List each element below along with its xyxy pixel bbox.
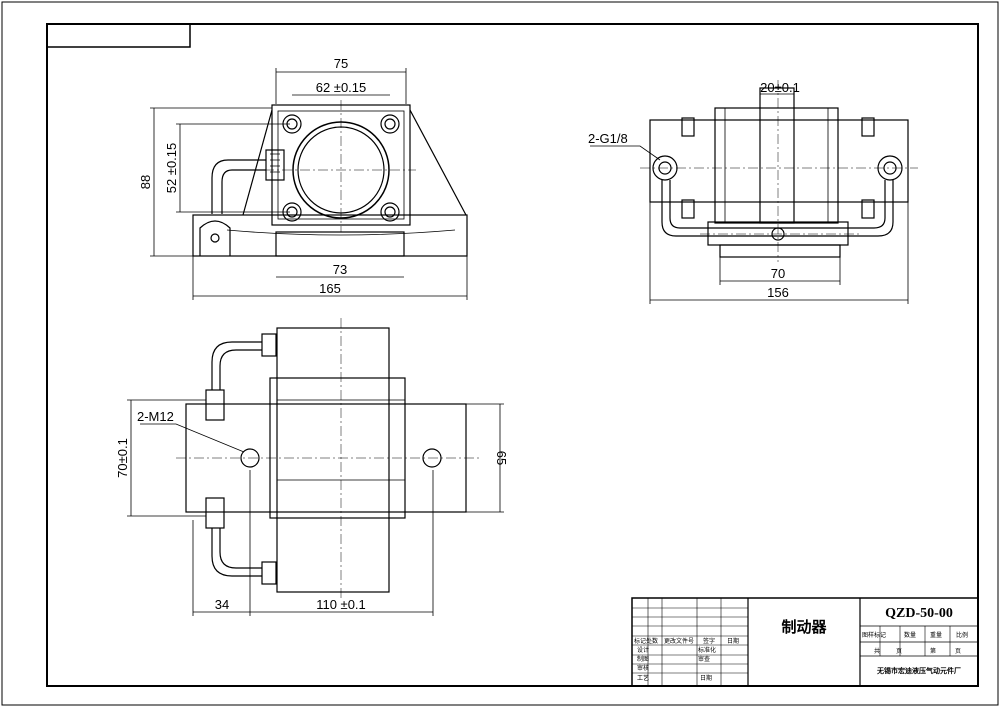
tb-sheet-label-3: 页 xyxy=(955,648,961,655)
tb-left-label-2: 审核 xyxy=(637,664,649,672)
front-view xyxy=(150,68,468,300)
tb-company: 无锡市宏迪液压气动元件厂 xyxy=(876,666,961,675)
dim-slot: 20±0.1 xyxy=(760,80,800,95)
tb-mid-label-0: 标准化 xyxy=(698,646,716,654)
tb-left-label-0: 设计 xyxy=(637,646,649,654)
dim-offset: 34 xyxy=(215,597,229,612)
dim-port-label: 2-G1/8 xyxy=(588,131,628,146)
tb-part-name: 制动器 xyxy=(781,618,827,636)
tb-rev-header-1: 更改文件号 xyxy=(664,637,694,645)
dim-bolt-spacing-h: 110 ±0.1 xyxy=(316,597,366,612)
dim-hole-spacing-v: 52 ±0.15 xyxy=(164,143,179,194)
tb-sheet-label-0: 共 xyxy=(874,647,880,655)
tb-attr-header-0: 图样标记 xyxy=(862,631,886,639)
title-block xyxy=(631,597,979,687)
dim-base-width: 73 xyxy=(333,262,347,277)
dim-inner-width: 70 xyxy=(771,266,785,281)
dim-overall-width-side: 156 xyxy=(767,285,789,300)
tb-sheet-label-2: 第 xyxy=(930,647,936,655)
tb-sheet-label-1: 页 xyxy=(896,648,902,655)
side-view xyxy=(590,80,918,304)
dim-height: 88 xyxy=(138,175,153,189)
dim-bolt-spacing-v: 70±0.1 xyxy=(115,438,130,478)
dim-hole-spacing-h: 62 ±0.15 xyxy=(316,80,367,95)
tb-mid-label-2: 日期 xyxy=(700,674,712,682)
tb-left-label-1: 制图 xyxy=(637,655,649,663)
dim-thread-label: 2-M12 xyxy=(137,409,174,424)
tb-attr-header-3: 比例 xyxy=(956,631,968,639)
tb-attr-header-1: 数量 xyxy=(904,631,916,639)
tb-attr-header-2: 重量 xyxy=(930,631,942,639)
tb-drawing-number: QZD-50-00 xyxy=(885,606,953,621)
tb-left-label-3: 工艺 xyxy=(637,674,649,682)
top-view xyxy=(127,318,504,616)
dim-height-top: 65 xyxy=(494,451,509,465)
tb-mid-label-1: 审查 xyxy=(698,655,710,663)
dim-overall-width: 165 xyxy=(319,281,341,296)
tb-rev-header-2: 签字 xyxy=(703,637,715,645)
tb-rev-header-0: 标记处数 xyxy=(634,637,658,645)
tb-rev-header-3: 日期 xyxy=(727,637,739,645)
dim-width-top: 75 xyxy=(334,56,348,71)
